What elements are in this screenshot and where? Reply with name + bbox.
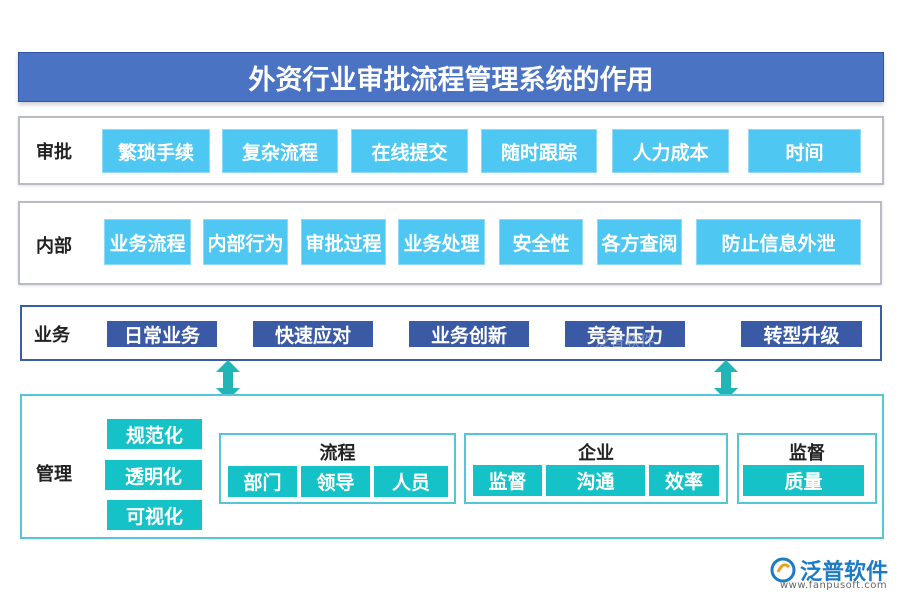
group-item: 效率 (649, 465, 719, 496)
double-arrow-icon (216, 360, 240, 400)
business-item: 日常业务 (107, 321, 217, 347)
internal-item: 防止信息外泄 (696, 219, 861, 265)
management-left-item: 规范化 (107, 419, 202, 449)
approval-label: 审批 (36, 142, 72, 163)
internal-item: 内部行为 (203, 219, 288, 265)
page-title: 外资行业审批流程管理系统的作用 (18, 52, 884, 102)
group-item: 部门 (228, 466, 297, 497)
group-item: 领导 (301, 466, 370, 497)
approval-item: 复杂流程 (222, 129, 338, 173)
management-left-item: 透明化 (105, 460, 202, 490)
management-left-item: 可视化 (107, 500, 202, 530)
approval-item: 繁琐手续 (102, 129, 210, 173)
watermark: 泛普软件 (595, 332, 656, 350)
group-item: 沟通 (546, 465, 645, 496)
approval-item: 随时跟踪 (481, 129, 597, 173)
fanpu-logo-icon (770, 557, 796, 583)
business-item: 转型升级 (741, 321, 862, 347)
group-item: 质量 (743, 465, 864, 496)
group-title: 监督 (789, 443, 825, 464)
internal-item: 各方查阅 (597, 219, 682, 265)
approval-item: 在线提交 (351, 129, 468, 173)
double-arrow-icon (714, 360, 738, 400)
internal-label: 内部 (36, 236, 72, 257)
business-item: 快速应对 (253, 321, 373, 347)
logo-text: 泛普软件 (800, 560, 889, 585)
internal-item: 审批过程 (301, 219, 386, 265)
internal-item: 安全性 (499, 219, 583, 265)
logo-url: www.fanpusoft.com (780, 580, 888, 591)
business-item: 业务创新 (409, 321, 529, 347)
business-label: 业务 (34, 325, 70, 346)
internal-item: 业务处理 (398, 219, 485, 265)
business-item: 竞争压力 (565, 321, 685, 347)
management-label: 管理 (36, 464, 72, 485)
approval-item: 时间 (748, 129, 861, 173)
brand-logo: 泛普软件 (770, 554, 888, 586)
group-item: 人员 (374, 466, 448, 497)
internal-item: 业务流程 (104, 219, 191, 265)
group-title: 流程 (319, 443, 356, 464)
group-item: 监督 (473, 465, 542, 496)
group-title: 企业 (578, 443, 614, 464)
approval-item: 人力成本 (612, 129, 729, 173)
